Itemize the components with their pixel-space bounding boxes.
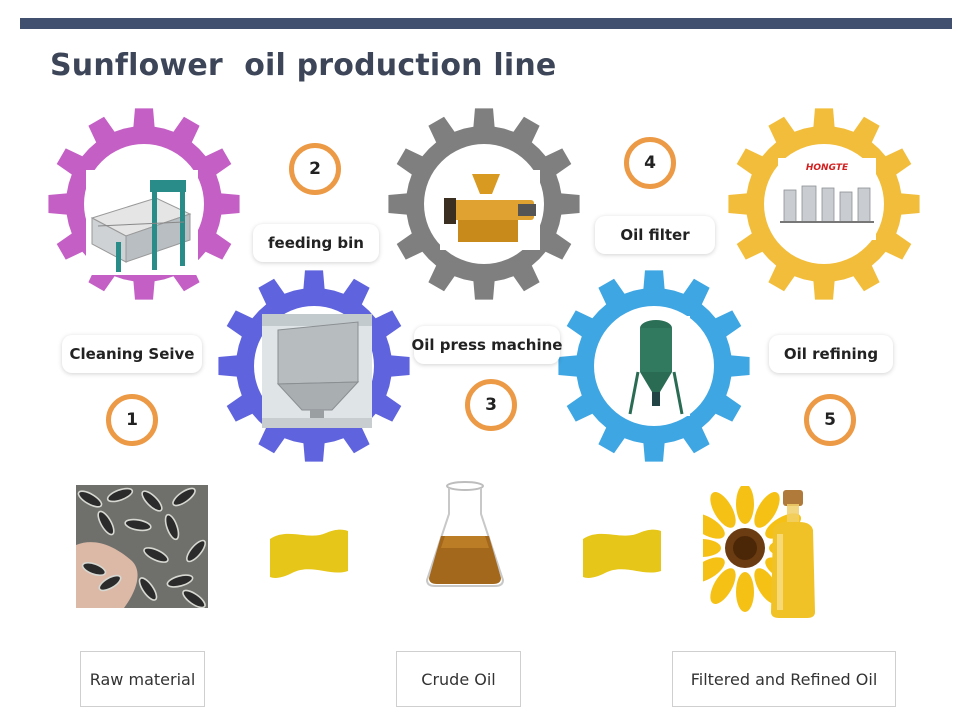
step-label-cleaning-seive: Cleaning Seive xyxy=(62,335,202,373)
step-label-oil-refining: Oil refining xyxy=(769,335,893,373)
step-number-2: 2 xyxy=(289,143,341,195)
step-number-3: 3 xyxy=(465,379,517,431)
page-title: Sunflower oil production line xyxy=(50,48,557,83)
product-label-filtered-refined-oil: Filtered and Refined Oil xyxy=(672,651,896,707)
refinery-plant-image: HONGTE xyxy=(778,158,876,240)
sunflower-and-oil-bottle-image xyxy=(703,486,837,620)
step-label-feeding-bin: feeding bin xyxy=(253,224,379,262)
product-label-raw-material: Raw material xyxy=(80,651,205,707)
screw-oil-press-image xyxy=(440,170,540,250)
leaf-filter-tank-image xyxy=(624,316,690,416)
feeding-bin-hopper-image xyxy=(262,314,372,428)
step-label-oil-filter: Oil filter xyxy=(595,216,715,254)
refinery-logo: HONGTE xyxy=(806,163,849,173)
wave-arrow-1 xyxy=(270,529,348,578)
step-number-5: 5 xyxy=(804,394,856,446)
crude-oil-flask-image xyxy=(423,478,507,590)
step-label-oil-press-machine: Oil press machine xyxy=(412,326,562,364)
sunflower-seeds-image xyxy=(76,485,208,608)
cleaning-sieve-machine-image xyxy=(86,170,198,275)
product-label-crude-oil: Crude Oil xyxy=(396,651,521,707)
wave-arrow-2 xyxy=(583,529,661,578)
step-number-4: 4 xyxy=(624,137,676,189)
header-bar xyxy=(20,18,952,29)
step-number-1: 1 xyxy=(106,394,158,446)
